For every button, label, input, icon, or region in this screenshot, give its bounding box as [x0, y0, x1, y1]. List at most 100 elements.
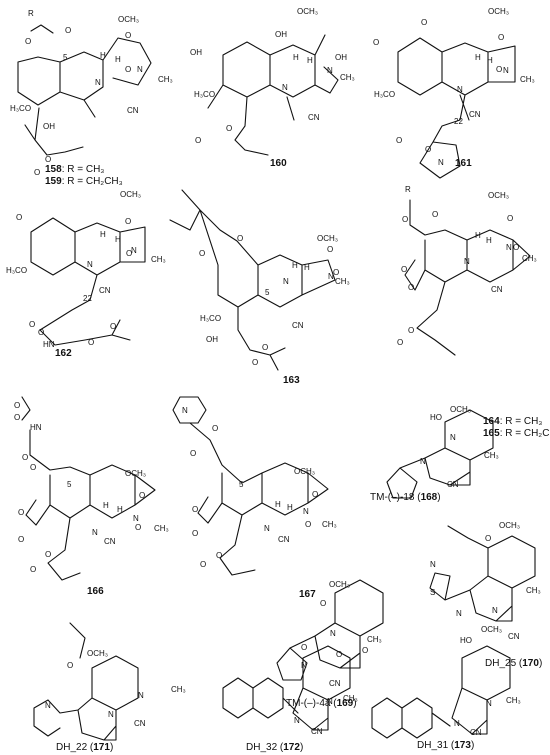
atom-label: CH₃ [484, 451, 499, 460]
atom-label: H [115, 55, 121, 64]
atom-label: O [16, 213, 22, 222]
atom-label: CN [447, 480, 459, 489]
atom-label: R [28, 9, 34, 18]
atom-label: H [275, 500, 281, 509]
atom-label: O [425, 145, 431, 154]
atom-label: CN [127, 106, 139, 115]
atom-label: O [125, 31, 131, 40]
atom-label: O [212, 424, 218, 433]
atom-label: O [199, 249, 205, 258]
atom-label: CH₃ [522, 254, 537, 263]
atom-label: H [117, 505, 123, 514]
atom-label: O [397, 338, 403, 347]
atom-label: N [45, 701, 51, 710]
atom-label: O [192, 505, 198, 514]
compound-number: 170 [522, 658, 539, 669]
bond-skeleton [386, 409, 494, 499]
atom-label: OCH₃ [125, 469, 146, 478]
compound-number: 165 [483, 428, 500, 439]
atom-label: HN [43, 340, 55, 349]
atom-label: O [125, 65, 131, 74]
atom-label: O [14, 401, 20, 410]
atom-label: N [137, 65, 143, 74]
compound-number: 171 [93, 742, 110, 753]
atom-label: H [103, 501, 109, 510]
atom-label: 5 [265, 288, 270, 297]
atom-label: N [492, 606, 498, 615]
atom-label: O [498, 33, 504, 42]
atom-label: O [34, 168, 40, 177]
atom-label: H [487, 56, 493, 65]
caption-suffix: ) [539, 658, 542, 669]
atom-label: CN [491, 285, 503, 294]
atom-label: O [22, 453, 28, 462]
atom-label: CH₃ [151, 255, 166, 264]
atom-label: N [330, 629, 336, 638]
atom-label: CN [278, 535, 290, 544]
compound-number: 166 [87, 586, 104, 597]
bond-skeleton [222, 645, 351, 731]
caption-suffix: ) [437, 492, 440, 503]
atom-label: CH₃ [322, 520, 337, 529]
atom-label: OH [275, 30, 287, 39]
atom-label: N [430, 560, 436, 569]
atom-label: OCH₃ [450, 405, 471, 414]
atom-label: N [87, 260, 93, 269]
bond-skeleton [172, 396, 329, 576]
atom-label: H [292, 261, 298, 270]
atom-label: R [405, 185, 411, 194]
atom-label: N [303, 507, 309, 516]
atom-label: N [438, 158, 444, 167]
atom-label: O [336, 650, 342, 659]
atom-label: CN [99, 286, 111, 295]
atom-label: CN [292, 321, 304, 330]
atom-label: O [25, 37, 31, 46]
atom-label: HO [430, 413, 442, 422]
atom-label: H [100, 51, 106, 60]
atom-label: OCH₃ [294, 467, 315, 476]
atom-label: O [262, 343, 268, 352]
atom-label: O [135, 523, 141, 532]
atom-label: H [486, 236, 492, 245]
bond-skeleton [33, 622, 139, 741]
atom-label: N [301, 661, 307, 670]
atom-label: H [100, 230, 106, 239]
atom-label: CN [104, 537, 116, 546]
caption-suffix: ) [353, 698, 356, 709]
atom-label: H [475, 231, 481, 240]
atom-label: H₃CO [200, 314, 221, 323]
atom-label: O [312, 490, 318, 499]
atom-label: N [108, 710, 114, 719]
atom-label: 5 [67, 480, 72, 489]
compound-number: 167 [299, 589, 316, 600]
atom-label: OH [206, 335, 218, 344]
atom-label: O [30, 565, 36, 574]
compound-caption: DH_25 (170) [485, 658, 542, 669]
atom-label: O [252, 358, 258, 367]
atom-label: H₃CO [6, 266, 27, 275]
atom-label: CH₃ [158, 75, 173, 84]
atom-label: H [307, 56, 313, 65]
atom-label: CN [308, 113, 320, 122]
atom-label: CN [311, 727, 323, 736]
atom-label: N [328, 272, 334, 281]
atom-label: 5 [239, 480, 244, 489]
atom-label: OCH₃ [488, 7, 509, 16]
bond-skeleton [207, 34, 339, 156]
compound-number: 158 [45, 164, 62, 175]
caption-text: : R = CH₂CH₃ [62, 176, 123, 187]
caption-suffix: ) [471, 740, 474, 751]
atom-label: OCH₃ [120, 190, 141, 199]
atom-label: O [29, 320, 35, 329]
atom-label: N [464, 257, 470, 266]
atom-label: CH₃ [154, 524, 169, 533]
atom-label: O [192, 529, 198, 538]
atom-label: O [126, 249, 132, 258]
